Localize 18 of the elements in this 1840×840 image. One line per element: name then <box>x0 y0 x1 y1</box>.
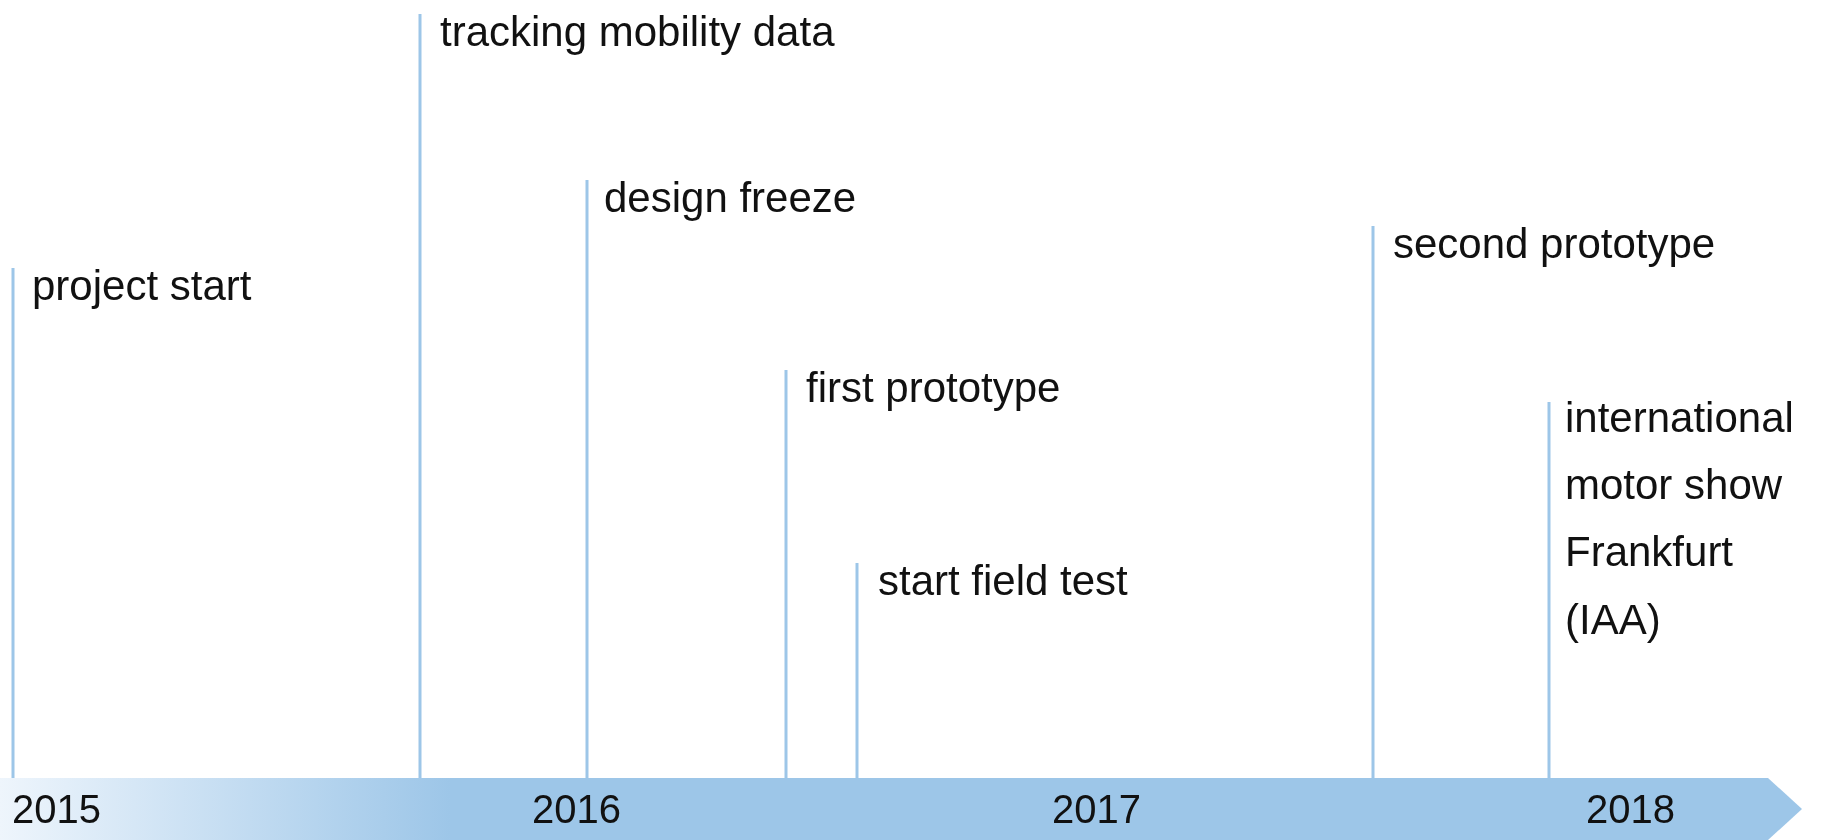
milestone-label: start field test <box>878 547 1128 615</box>
year-label: 2015 <box>12 786 101 833</box>
year-label: 2017 <box>1052 786 1141 833</box>
year-label: 2016 <box>532 786 621 833</box>
year-label: 2018 <box>1586 786 1675 833</box>
milestone-label: first prototype <box>806 354 1061 422</box>
milestone-label: international motor show Frankfurt (IAA) <box>1565 384 1815 653</box>
leader-line <box>585 180 589 778</box>
leader-line <box>784 370 788 778</box>
milestone-label: tracking mobility data <box>440 0 835 66</box>
leader-line <box>11 268 15 778</box>
leader-line <box>418 14 422 778</box>
leader-line <box>855 563 859 778</box>
leader-line <box>1547 402 1551 778</box>
leader-line <box>1371 226 1375 778</box>
milestone-label: second prototype <box>1393 210 1716 278</box>
milestone-label: project start <box>32 252 252 320</box>
milestone-label: design freeze <box>604 164 857 232</box>
